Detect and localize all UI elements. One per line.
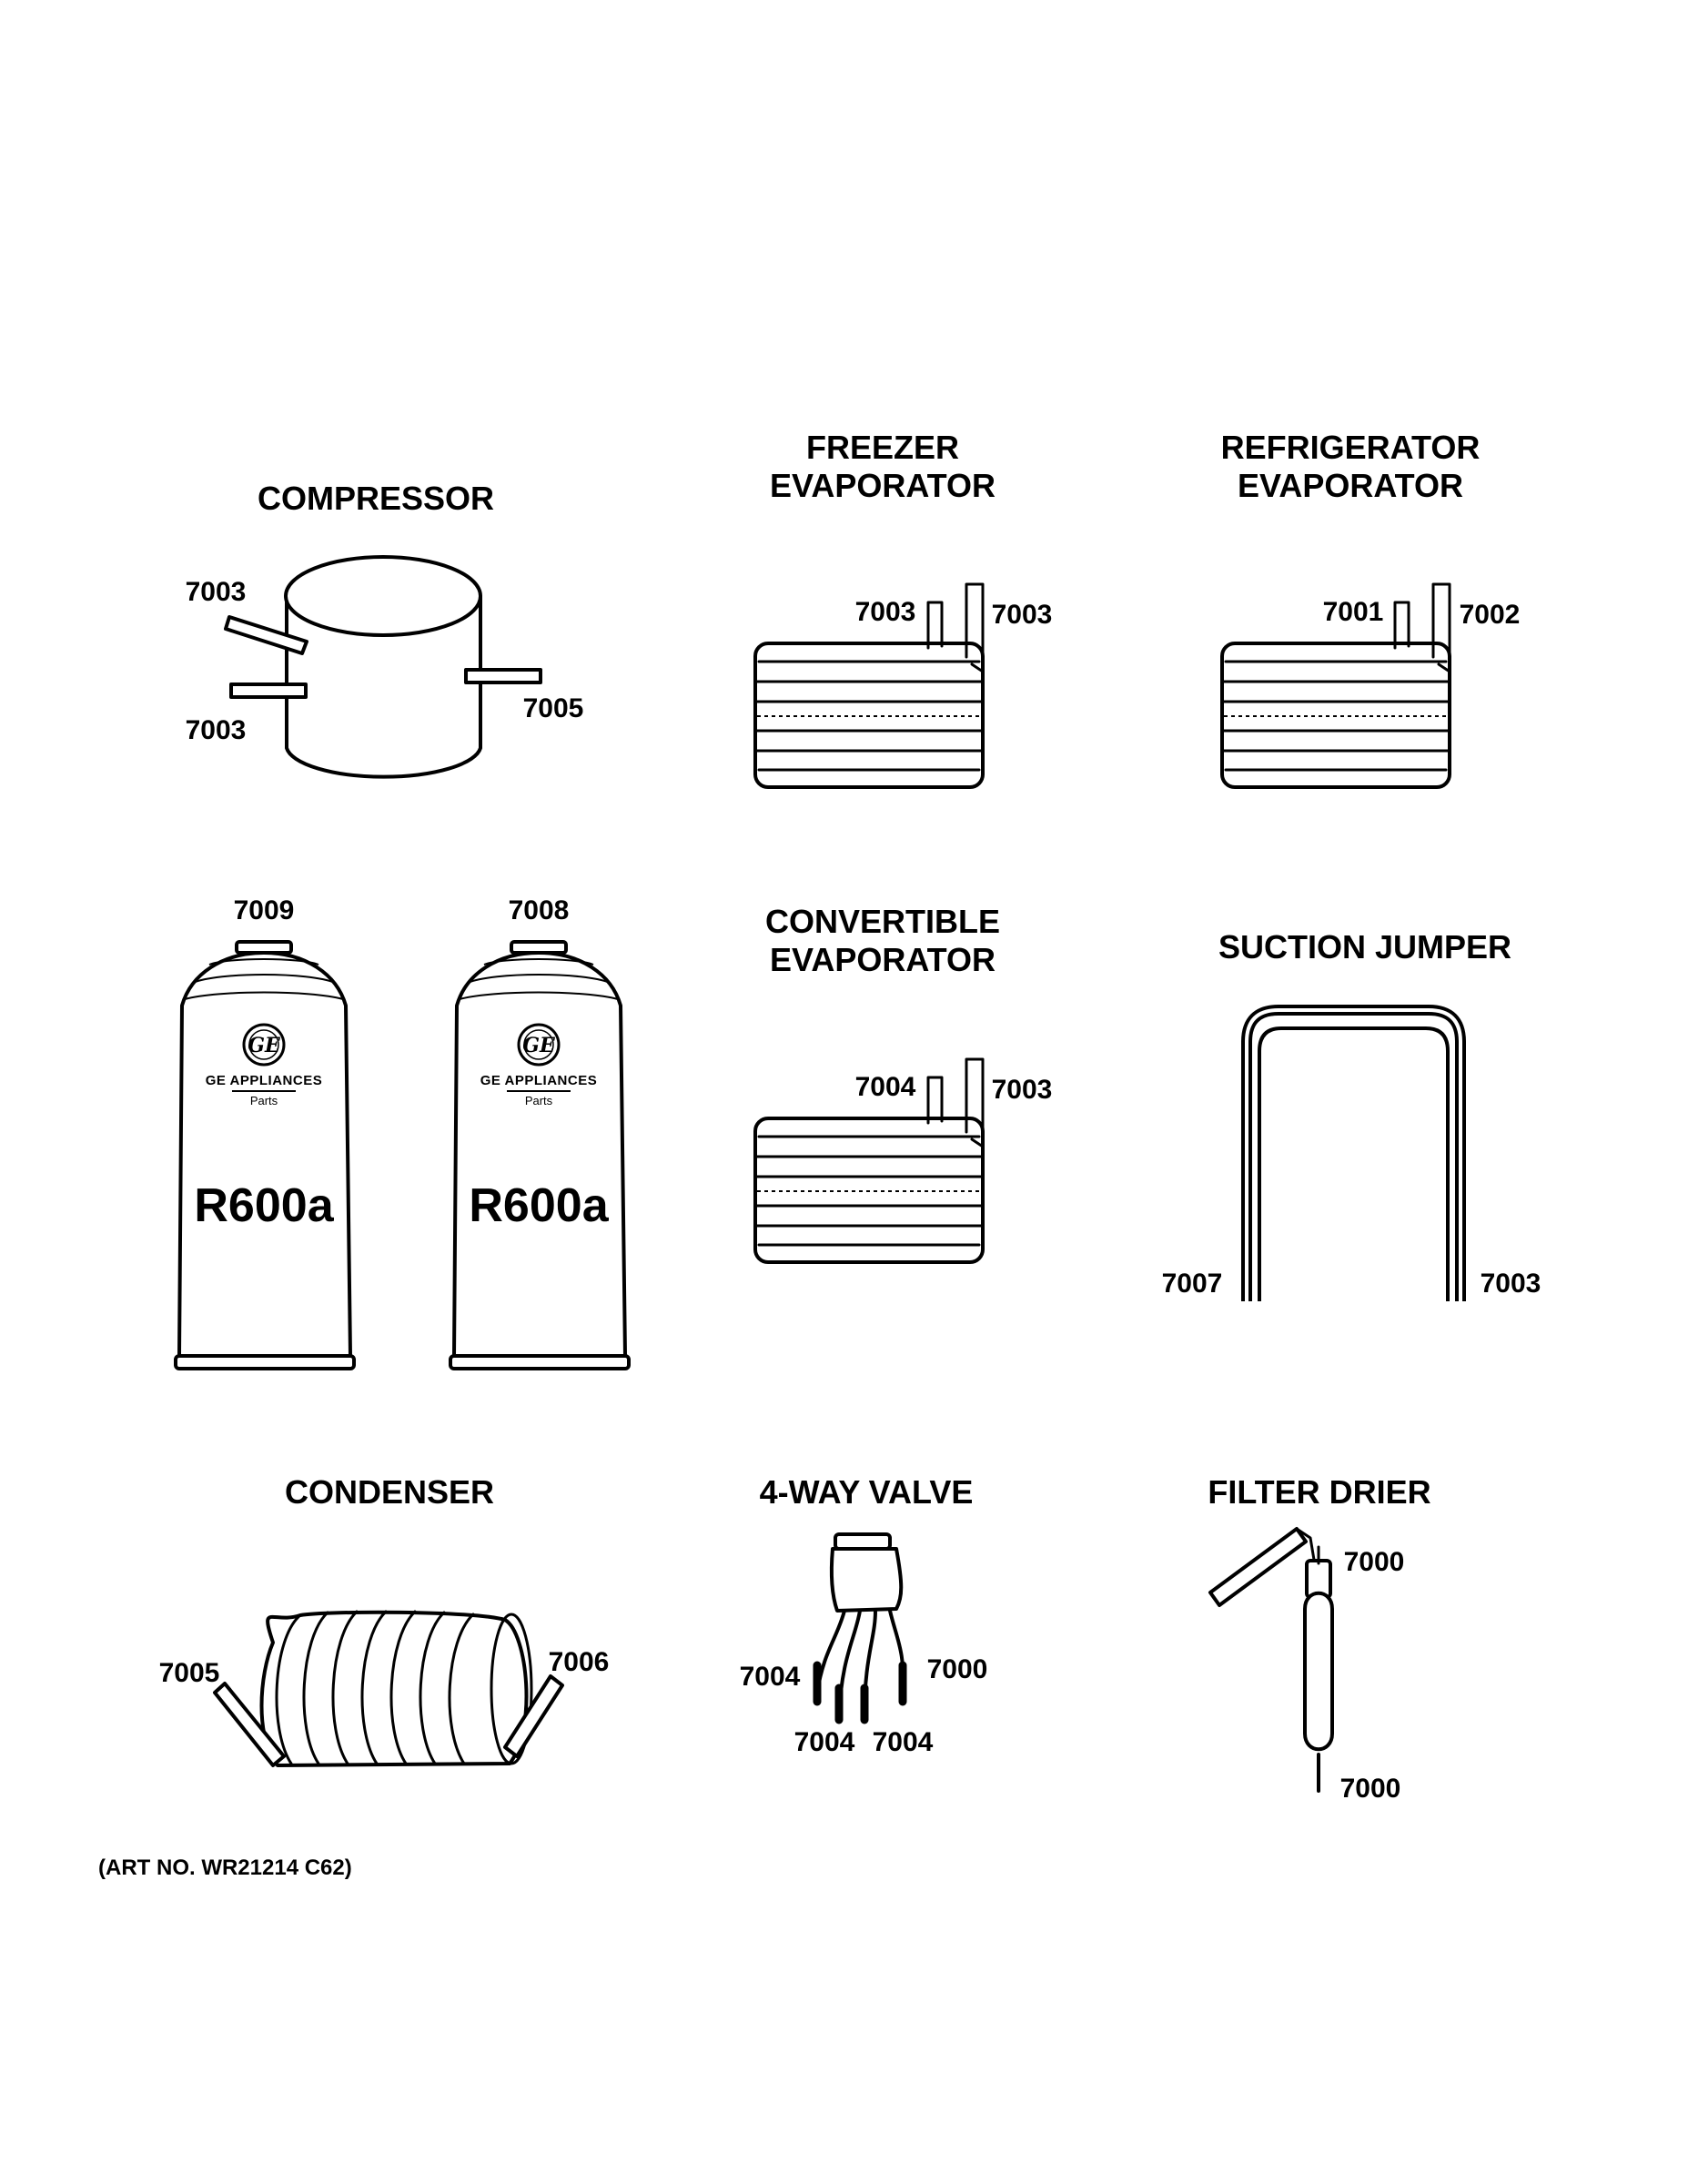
condenser-title: CONDENSER [285,1473,494,1511]
four-way-valve-callout-left: 7004 [740,1662,801,1692]
refrigerant-can-right-label: R600a [469,1179,609,1232]
refrigerator-evaporator-callout-left: 7001 [1323,597,1384,627]
compressor-group: COMPRESSOR 7003 7003 7005 [186,480,584,779]
suction-jumper-callout-left: 7007 [1162,1269,1223,1299]
convertible-evaporator-title-line2: EVAPORATOR [770,941,996,978]
filter-drier-drawing [1208,1527,1334,1793]
compressor-drawing [224,555,542,779]
ge-logo-mark-left: GE [248,1034,281,1057]
condenser-callout-left: 7005 [159,1658,220,1688]
freezer-evaporator-drawing [753,582,985,789]
ge-logo-mark-right: GE [522,1034,556,1057]
four-way-valve-drawing [813,1532,907,1724]
refrigerant-can-left-label: R600a [194,1179,334,1232]
art-number: (ART NO. WR21214 C62) [98,1855,352,1880]
convertible-evaporator-group: CONVERTIBLE EVAPORATOR 7004 7003 [753,903,1053,1264]
convertible-evaporator-drawing [753,1057,985,1264]
refrigerator-evaporator-title-line2: EVAPORATOR [1238,467,1463,504]
filter-drier-group: FILTER DRIER 7000 7000 [1208,1473,1430,1804]
refrigerator-evaporator-group: REFRIGERATOR EVAPORATOR 7001 7002 [1220,429,1521,789]
convertible-evaporator-callout-right: 7003 [992,1075,1053,1105]
refrigerant-can-left-brand: GE APPLIANCES [206,1073,322,1088]
freezer-evaporator-title-line2: EVAPORATOR [770,467,996,504]
freezer-evaporator-callout-left: 7003 [855,597,916,627]
filter-drier-callout-bottom: 7000 [1340,1774,1401,1804]
refrigerant-can-right-callout: 7008 [509,895,570,925]
suction-jumper-group: SUCTION JUMPER 7007 7003 [1162,928,1541,1301]
freezer-evaporator-title-line1: FREEZER [806,429,959,466]
suction-jumper-callout-right: 7003 [1481,1269,1541,1299]
ge-logo-left: GE [242,1023,286,1067]
refrigerant-can-left-body [174,940,356,1370]
refrigerator-evaporator-title-line1: REFRIGERATOR [1221,429,1481,466]
convertible-evaporator-title-line1: CONVERTIBLE [765,903,1000,940]
refrigerant-can-left-callout: 7009 [234,895,295,925]
freezer-evaporator-group: FREEZER EVAPORATOR 7003 7003 [753,429,1053,789]
refrigerant-can-right-brand: GE APPLIANCES [480,1073,597,1088]
four-way-valve-callout-right: 7000 [927,1654,988,1684]
condenser-callout-right: 7006 [549,1647,610,1677]
compressor-callout-upper-left: 7003 [186,577,247,607]
compressor-callout-right: 7005 [523,693,584,723]
filter-drier-title: FILTER DRIER [1208,1473,1430,1511]
refrigerator-evaporator-callout-right: 7002 [1460,600,1521,630]
convertible-evaporator-callout-left: 7004 [855,1072,916,1102]
freezer-evaporator-callout-right: 7003 [992,600,1053,630]
condenser-group: CONDENSER 7005 7006 [159,1473,610,1767]
condenser-drawing [213,1610,564,1767]
four-way-valve-callout-bottom-right: 7004 [873,1727,934,1757]
ge-logo-right: GE [517,1023,561,1067]
compressor-callout-lower-left: 7003 [186,715,247,745]
refrigerant-can-left: 7009 GE GE APPLIANCES Parts R600a [174,895,356,1370]
refrigerant-can-right-sub: Parts [525,1094,553,1107]
refrigerant-can-left-sub: Parts [250,1094,278,1107]
four-way-valve-group: 4-WAY VALVE 7004 7000 7004 7004 [740,1473,988,1757]
suction-jumper-title: SUCTION JUMPER [1218,928,1511,966]
refrigerant-can-right-body [449,940,631,1370]
refrigerant-can-right: 7008 GE GE APPLIANCES Parts R600a [449,895,631,1370]
four-way-valve-callout-bottom-left: 7004 [794,1727,855,1757]
suction-jumper-drawing [1241,1005,1466,1301]
four-way-valve-title: 4-WAY VALVE [760,1473,974,1511]
filter-drier-callout-top: 7000 [1344,1547,1405,1577]
refrigerator-evaporator-drawing [1220,582,1451,789]
compressor-title: COMPRESSOR [258,480,494,517]
